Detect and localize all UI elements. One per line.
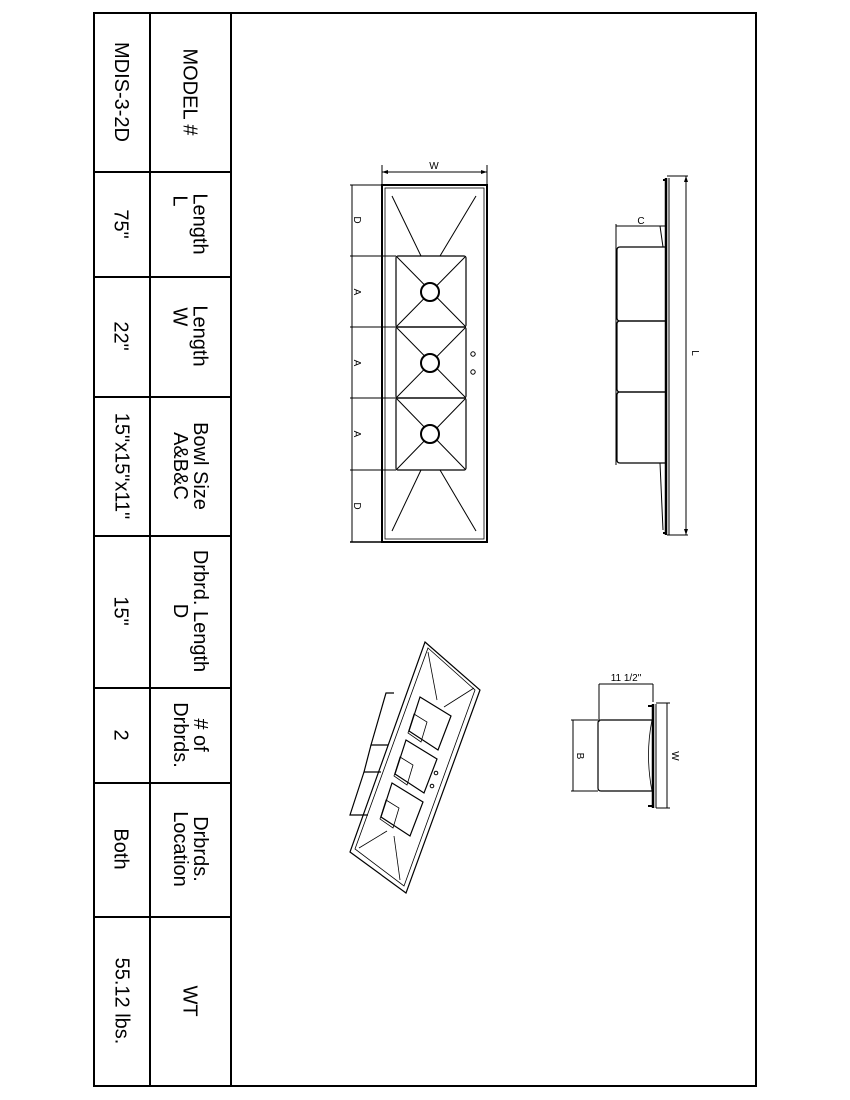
value-bowl-size: 15"x15"x11" bbox=[93, 396, 151, 537]
header-weight: WT bbox=[150, 916, 232, 1087]
end-view: 11 1/2" B W bbox=[571, 673, 680, 809]
depth-c-label: C bbox=[637, 216, 644, 227]
header-subtext: Location bbox=[169, 811, 191, 887]
segment-label-a3: A bbox=[351, 431, 362, 438]
header-text: WT bbox=[179, 984, 201, 1017]
value-text: 15"x15"x11" bbox=[110, 412, 132, 519]
value-drainboard-length: 15" bbox=[93, 535, 151, 689]
end-depth-label: 11 1/2" bbox=[611, 673, 642, 684]
segment-label-d2: D bbox=[351, 502, 362, 509]
isometric-view bbox=[349, 640, 481, 894]
header-subtext: A&B&C bbox=[169, 431, 191, 500]
bowl-b-label: B bbox=[574, 753, 585, 760]
value-text: 15" bbox=[109, 596, 132, 626]
header-text: Drbrd. Length bbox=[189, 549, 212, 673]
value-text: 55.12 lbs. bbox=[110, 957, 133, 1044]
value-drainboard-location: Both bbox=[93, 782, 151, 918]
header-text: Length bbox=[188, 192, 211, 255]
value-length-l: 75" bbox=[93, 171, 151, 278]
technical-drawing: W D A A A D bbox=[349, 161, 700, 894]
value-text: 75" bbox=[109, 208, 132, 239]
header-model: MODEL # bbox=[150, 12, 232, 173]
header-text: Drbrds. bbox=[189, 816, 211, 882]
width-label: W bbox=[429, 161, 439, 172]
length-label: L bbox=[689, 350, 700, 356]
end-width-label: W bbox=[669, 751, 680, 761]
header-text: Bowl Size bbox=[189, 421, 211, 510]
segment-label-a2: A bbox=[351, 360, 362, 367]
value-model: MDIS-3-2D bbox=[93, 12, 151, 173]
side-view: L C bbox=[615, 175, 700, 536]
value-length-w: 22" bbox=[93, 276, 151, 398]
header-subtext: D bbox=[169, 603, 192, 619]
value-text: 2 bbox=[110, 728, 132, 741]
value-text: 22" bbox=[109, 321, 132, 351]
header-drainboard-location: Drbrds.Location bbox=[150, 782, 232, 918]
value-drainboard-count: 2 bbox=[93, 687, 151, 784]
header-text: # of bbox=[188, 717, 211, 752]
top-view: W D A A A D bbox=[350, 161, 488, 543]
value-text: Both bbox=[110, 828, 132, 870]
segment-label-a1: A bbox=[351, 289, 362, 296]
segment-label-d1: D bbox=[351, 216, 362, 223]
value-text: MDIS-3-2D bbox=[110, 41, 133, 142]
header-subtext: L bbox=[168, 194, 191, 207]
header-text: Length bbox=[188, 305, 211, 367]
value-weight: 55.12 lbs. bbox=[93, 916, 151, 1087]
header-subtext: Drbrds. bbox=[168, 701, 191, 768]
header-subtext: W bbox=[168, 307, 191, 327]
header-text: MODEL # bbox=[179, 47, 201, 136]
drawing-frame bbox=[93, 12, 757, 1087]
